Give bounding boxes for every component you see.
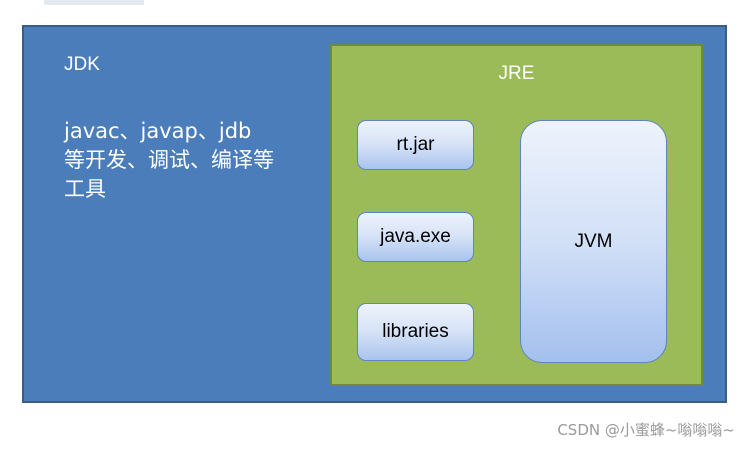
- jdk-tools: javac、javap、jdb: [64, 119, 252, 143]
- jdk-description: javac、javap、jdb 等开发、调试、编译等工具: [64, 117, 294, 204]
- jre-title: JRE: [498, 63, 535, 84]
- rt-jar-box: rt.jar: [357, 120, 474, 170]
- jvm-box: JVM: [520, 120, 667, 363]
- jre-box: JRE rt.jar java.exe libraries JVM: [330, 44, 703, 386]
- top-strip: [44, 0, 144, 5]
- watermark: CSDN @小蜜蜂~嗡嗡嗡~: [557, 421, 735, 439]
- jdk-tools-description: 等开发、调试、编译等工具: [64, 148, 274, 201]
- libraries-box: libraries: [357, 303, 474, 361]
- java-exe-box: java.exe: [357, 212, 474, 262]
- jdk-title: JDK: [64, 54, 100, 75]
